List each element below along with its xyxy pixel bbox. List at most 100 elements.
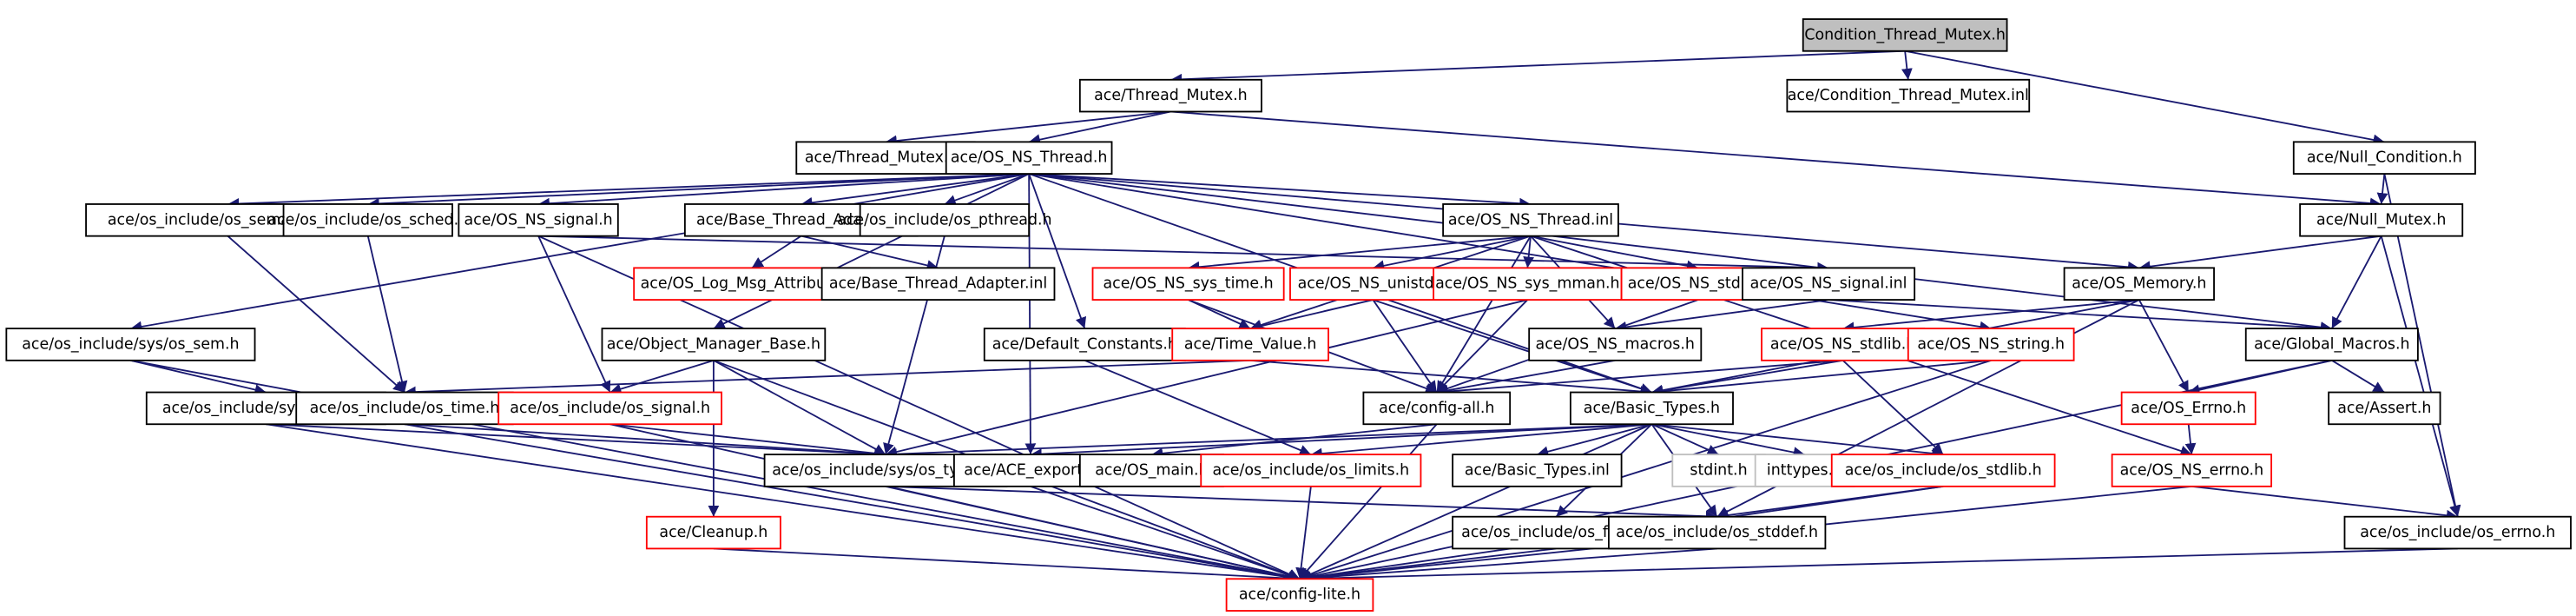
- node-label: ace/os_include/sys/os_types.h: [772, 461, 999, 479]
- edge-os_stddef-to-config_lite: [1299, 547, 1717, 584]
- edge-os_memory-to-os_errno_h: [2138, 299, 2190, 393]
- node-global-macros[interactable]: ace/Global_Macros.h: [2244, 328, 2419, 361]
- edge-null_mutex-to-os_errno_inc: [2380, 235, 2461, 517]
- edge-os_errno_h-to-os_ns_errno: [2184, 424, 2197, 455]
- node-box: [1433, 267, 1623, 301]
- node-os-ns-thread-inl[interactable]: ace/OS_NS_Thread.inl: [1442, 203, 1619, 237]
- node-os-main[interactable]: ace/OS_main.h: [1078, 454, 1224, 487]
- node-os-ns-signal-inl[interactable]: ace/OS_NS_signal.inl: [1742, 267, 1916, 301]
- edge-cleanup-to-config_lite: [713, 547, 1301, 585]
- node-base-thread-adapter-inl[interactable]: ace/Base_Thread_Adapter.inl: [820, 267, 1056, 301]
- node-pthread[interactable]: ace/os_include/os_pthread.h: [837, 203, 1052, 237]
- node-label: ace/OS_Errno.h: [2131, 400, 2246, 417]
- edge-sys_time-to-time_value: [1188, 299, 1251, 329]
- node-thread-mutex-h[interactable]: ace/Thread_Mutex.h: [1078, 78, 1262, 113]
- node-thread-mutex-inl[interactable]: ace/Thread_Mutex.inl: [795, 141, 976, 175]
- node-box: [859, 203, 1031, 237]
- node-label: ace/OS_main.h: [1095, 461, 1208, 479]
- edge-base_thread_adapter_h-to-base_thread_adapter_inl: [800, 235, 939, 271]
- node-box: [795, 141, 976, 175]
- node-os-sem[interactable]: ace/os_include/sys/os_sem.h: [5, 328, 256, 361]
- node-label: ace/os_include/os_signal.h: [510, 400, 710, 417]
- node-box: [2292, 141, 2476, 175]
- node-default-constants[interactable]: ace/Default_Constants.h: [983, 328, 1186, 361]
- node-os-time[interactable]: ace/os_include/os_time.h: [295, 391, 514, 426]
- node-os-ns-signal-h[interactable]: ace/OS_NS_signal.h: [458, 203, 619, 237]
- node-box: [1078, 454, 1224, 487]
- edge-os_ns_thread_h-to-os_ns_thread_inl: [1029, 173, 1532, 209]
- edge-os_time-to-os_types: [404, 423, 886, 460]
- node-box: [1569, 391, 1734, 426]
- node-box: [5, 328, 256, 361]
- node-label: ace/Cleanup.h: [659, 524, 768, 541]
- node-unistd[interactable]: ace/OS_NS_unistd.h: [1289, 267, 1457, 301]
- edge-os_ns_signal_h-to-os_ns_signal_inl: [538, 235, 1829, 274]
- edge-os_float-to-config_lite: [1299, 547, 1557, 584]
- node-os-stdlib[interactable]: ace/os_include/os_stdlib.h: [1830, 454, 2056, 487]
- node-box: [2063, 267, 2215, 301]
- edge-os_types-to-os_stddef: [885, 485, 1717, 522]
- node-null-mutex[interactable]: ace/Null_Mutex.h: [2299, 203, 2464, 237]
- node-os-ns-stdlib[interactable]: ace/OS_NS_stdlib.h: [1761, 328, 1926, 361]
- edge-basic_types_h-to-stdint: [1651, 423, 1719, 455]
- edge-obj_mgr_base-to-os_types: [713, 360, 886, 455]
- node-label: ace/Null_Condition.h: [2307, 149, 2462, 167]
- node-box: [820, 267, 1056, 301]
- node-os-signal[interactable]: ace/os_include/os_signal.h: [497, 391, 722, 426]
- edge-os_ns_stdlib-to-config_all: [1436, 359, 1843, 397]
- node-label: ace/OS_NS_stdio.h: [1628, 275, 1769, 293]
- node-os-errno-h[interactable]: ace/OS_Errno.h: [2120, 391, 2256, 426]
- node-config-lite[interactable]: ace/config-lite.h: [1225, 578, 1374, 612]
- node-sys-mman[interactable]: ace/OS_NS_sys_mman.h: [1433, 267, 1623, 301]
- node-sched[interactable]: ace/os_include/os_sched.h: [267, 203, 468, 237]
- node-box: [1608, 515, 1827, 550]
- node-os-ns-errno[interactable]: ace/OS_NS_errno.h: [2111, 454, 2273, 487]
- node-label: ace/OS_Memory.h: [2072, 275, 2206, 293]
- node-sys-time[interactable]: ace/OS_NS_sys_time.h: [1091, 267, 1285, 301]
- node-label: ace/OS_NS_Thread.h: [951, 149, 1108, 167]
- edge-time_value-to-basic_types_h: [1250, 359, 1652, 397]
- node-root: Condition_Thread_Mutex.h: [1802, 18, 2008, 52]
- node-stdint[interactable]: stdint.h: [1671, 454, 1766, 487]
- node-label: ace/Base_Thread_Adapter.inl: [829, 275, 1047, 293]
- edge-unistd-to-config_all: [1372, 299, 1438, 394]
- node-basic-types-h[interactable]: ace/Basic_Types.h: [1569, 391, 1734, 426]
- edge-os_ns_thread_h-to-sched: [367, 173, 1030, 209]
- node-box: [2120, 391, 2256, 426]
- node-box: [1171, 328, 1329, 361]
- edge-os_ns_thread_h-to-os_sem: [130, 173, 1030, 333]
- edge-time_value-to-os_time: [404, 359, 1251, 398]
- node-label: ace/os_include/sys/os_sem.h: [22, 335, 239, 353]
- node-assert[interactable]: ace/Assert.h: [2328, 391, 2441, 426]
- node-label: ace/OS_NS_sys_mman.h: [1435, 275, 1619, 293]
- node-label: ace/ACE_export.h: [964, 461, 1097, 479]
- node-box: [1362, 391, 1512, 426]
- edge-root-to-thread_mutex_h: [1170, 50, 1906, 85]
- node-time-value[interactable]: ace/Time_Value.h: [1171, 328, 1329, 361]
- node-cleanup[interactable]: ace/Cleanup.h: [645, 515, 781, 550]
- node-label: ace/OS_NS_string.h: [1917, 335, 2065, 353]
- node-os-limits[interactable]: ace/os_include/os_limits.h: [1200, 454, 1422, 487]
- node-os-stddef[interactable]: ace/os_include/os_stddef.h: [1608, 515, 1827, 550]
- node-label: inttypes.h: [1767, 461, 1842, 479]
- node-label: ace/OS_NS_sys_time.h: [1103, 275, 1273, 293]
- node-os-ns-macros[interactable]: ace/OS_NS_macros.h: [1528, 328, 1703, 361]
- edge-semaphore-to-os_time: [227, 235, 405, 394]
- node-os-memory[interactable]: ace/OS_Memory.h: [2063, 267, 2215, 301]
- node-label: ace/Base_Thread_Adapter.h: [696, 211, 906, 229]
- node-basic-types-inl[interactable]: ace/Basic_Types.inl: [1452, 454, 1623, 487]
- node-os-ns-string[interactable]: ace/OS_NS_string.h: [1907, 328, 2075, 361]
- edge-os_ipc-to-os_types: [266, 423, 886, 460]
- node-label: ace/OS_NS_macros.h: [1536, 335, 1695, 353]
- node-obj-mgr-base[interactable]: ace/Object_Manager_Base.h: [601, 328, 827, 361]
- node-os-ns-thread-h[interactable]: ace/OS_NS_Thread.h: [945, 141, 1113, 175]
- edge-null_condition-to-null_mutex: [2376, 173, 2388, 205]
- node-cond-mutex-inl[interactable]: ace/Condition_Thread_Mutex.inl: [1786, 78, 2031, 113]
- edge-sched-to-os_time: [366, 235, 408, 393]
- node-os-errno-inc[interactable]: ace/os_include/os_errno.h: [2343, 515, 2572, 550]
- node-config-all[interactable]: ace/config-all.h: [1362, 391, 1512, 426]
- node-null-condition[interactable]: ace/Null_Condition.h: [2292, 141, 2476, 175]
- edge-os_ns_thread_inl-to-os_ns_stdio: [1530, 235, 1698, 272]
- node-label: ace/OS_NS_Thread.inl: [1448, 211, 1613, 229]
